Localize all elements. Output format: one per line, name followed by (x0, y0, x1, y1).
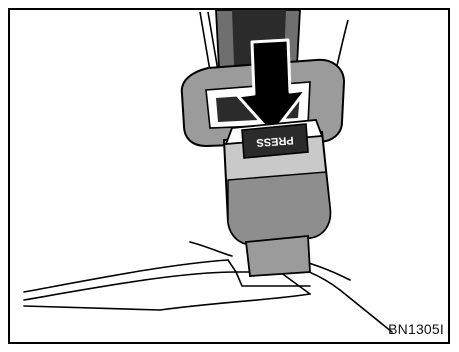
figure-code: BN1305I (388, 322, 444, 336)
buckle-strap (246, 236, 310, 276)
press-button: PRESS (242, 124, 308, 158)
seatbelt-illustration: PRESS (10, 10, 448, 342)
seat-outline (24, 242, 392, 332)
buckle: PRESS (224, 120, 330, 244)
figure-frame: PRESS BN1305I (8, 8, 450, 344)
